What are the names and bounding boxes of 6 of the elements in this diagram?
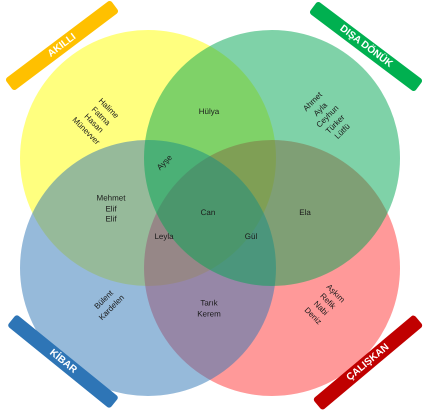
name-list: Tarık Kerem <box>197 298 221 320</box>
person-name: Ela <box>299 208 311 218</box>
name-list: Mehmet Elif Elif <box>96 193 126 225</box>
person-name: Can <box>200 208 216 218</box>
person-name: Hülya <box>198 106 220 118</box>
person-name: Gül <box>244 232 258 242</box>
